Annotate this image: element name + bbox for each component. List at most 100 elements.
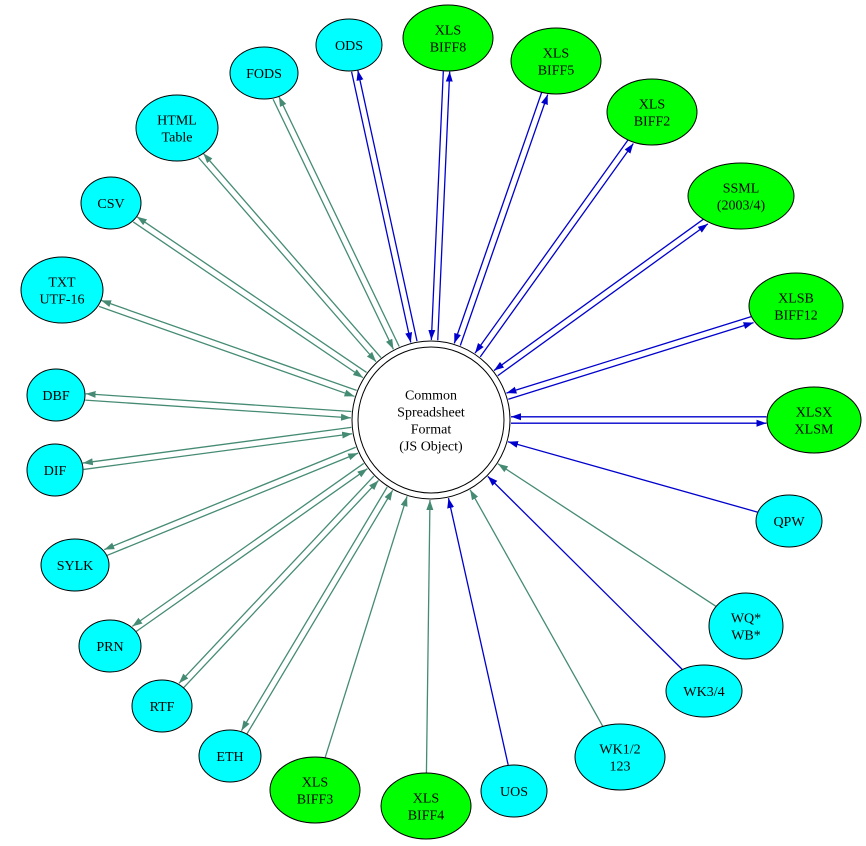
edge-write-dbf	[85, 390, 352, 413]
node-ods: ODS	[315, 18, 383, 72]
node-label-line: WQ*	[731, 612, 761, 627]
node-label-line: SSML	[723, 182, 760, 197]
node-label-csv: CSV	[97, 197, 124, 212]
node-label-line: PRN	[96, 640, 123, 655]
node-xls-biff8: XLS BIFF8	[402, 4, 494, 72]
node-wk34: WK3/4	[665, 664, 743, 718]
node-prn: PRN	[78, 619, 142, 673]
edge-write-xls-biff2	[479, 143, 634, 358]
edge-read-txt-utf16	[98, 305, 355, 398]
node-label-line: SYLK	[57, 559, 94, 574]
edge-write-xlsb	[508, 321, 754, 400]
node-xls-biff4: XLS BIFF4	[380, 772, 472, 840]
node-wq-wb: WQ* WB*	[708, 592, 784, 660]
node-label-dif: DIF	[44, 464, 67, 479]
node-csv: CSV	[80, 176, 142, 230]
edge-read-wk12-123	[469, 489, 604, 727]
edge-read-rtf	[183, 480, 379, 689]
node-label-line: XLS	[413, 792, 439, 807]
node-label-line: (JS Object)	[399, 440, 463, 455]
node-label-line: XLSX	[796, 406, 833, 421]
edge-read-dbf	[85, 399, 352, 421]
node-shape-uos	[480, 764, 548, 818]
edge-write-eth	[240, 486, 388, 732]
edge-read-xls-biff5	[453, 92, 543, 344]
node-label-prn: PRN	[96, 640, 123, 655]
edge-read-xls-biff2	[474, 139, 629, 354]
edge-read-wk34	[487, 475, 683, 670]
node-shape-xls-biff3	[269, 756, 361, 824]
center-inner-circle	[357, 346, 505, 494]
node-label-line: FODS	[246, 67, 282, 82]
node-label-line: Spreadsheet	[397, 406, 465, 421]
edge-write-xls-biff5	[459, 94, 549, 346]
edge-read-uos	[447, 497, 509, 766]
node-label-wk12-123: WK1/2 123	[599, 743, 640, 775]
node-shape-xlsb	[748, 272, 844, 340]
node-fods: FODS	[229, 46, 299, 100]
node-label-line: WK1/2	[599, 743, 640, 758]
node-wk12-123: WK1/2 123	[574, 723, 666, 791]
edge-read-ssml	[493, 218, 705, 372]
center-outer-circle	[351, 340, 511, 500]
node-label-line: WB*	[731, 629, 761, 644]
node-shape-wq-wb	[708, 592, 784, 660]
node-label-line: BIFF12	[774, 309, 818, 324]
node-label-line: CSV	[97, 197, 124, 212]
node-shape-rtf	[131, 679, 193, 733]
node-shape-xlsx	[766, 386, 862, 454]
node-label-line: BIFF8	[430, 41, 467, 56]
node-label-line: (2003/4)	[717, 199, 766, 214]
node-qpw: QPW	[755, 494, 823, 548]
edge-read-xlsb	[506, 315, 752, 394]
edge-write-csv	[136, 216, 367, 373]
node-label-line: BIFF4	[408, 809, 445, 824]
node-shape-xls-biff8	[402, 4, 494, 72]
node-label-ssml: SSML (2003/4)	[717, 182, 766, 214]
edge-read-ods	[350, 71, 413, 343]
edge-write-xls-biff8	[437, 71, 453, 341]
node-label-line: UOS	[500, 785, 528, 800]
edge-write-prn	[131, 462, 365, 627]
node-label-line: ETH	[216, 750, 243, 765]
node-shape-txt-utf16	[20, 256, 104, 324]
node-sylk: SYLK	[40, 538, 110, 592]
node-label-rtf: RTF	[150, 700, 175, 715]
node-shape-eth	[198, 729, 262, 783]
node-label-line: WK3/4	[683, 685, 724, 700]
node-dbf: DBF	[26, 368, 86, 422]
node-shape-dif	[26, 443, 84, 497]
edge-read-sylk	[106, 452, 359, 557]
node-shape-dbf	[26, 368, 86, 422]
node-label-line: Common	[405, 389, 457, 404]
node-label-line: XLS	[543, 47, 569, 62]
node-label-line: XLS	[639, 98, 665, 113]
node-label-wk34: WK3/4	[683, 685, 724, 700]
node-label-dbf: DBF	[42, 389, 69, 404]
node-label-line: QPW	[773, 515, 805, 530]
node-label-line: 123	[610, 760, 631, 775]
node-dif: DIF	[26, 443, 84, 497]
node-rtf: RTF	[131, 679, 193, 733]
node-shape-csv	[80, 176, 142, 230]
node-label-line: XLS	[435, 24, 461, 39]
node-label-sylk: SYLK	[57, 559, 94, 574]
node-shape-wk34	[665, 664, 743, 718]
node-shape-qpw	[755, 494, 823, 548]
node-label-line: HTML	[157, 114, 197, 129]
node-eth: ETH	[198, 729, 262, 783]
edge-read-html-table	[197, 157, 377, 363]
